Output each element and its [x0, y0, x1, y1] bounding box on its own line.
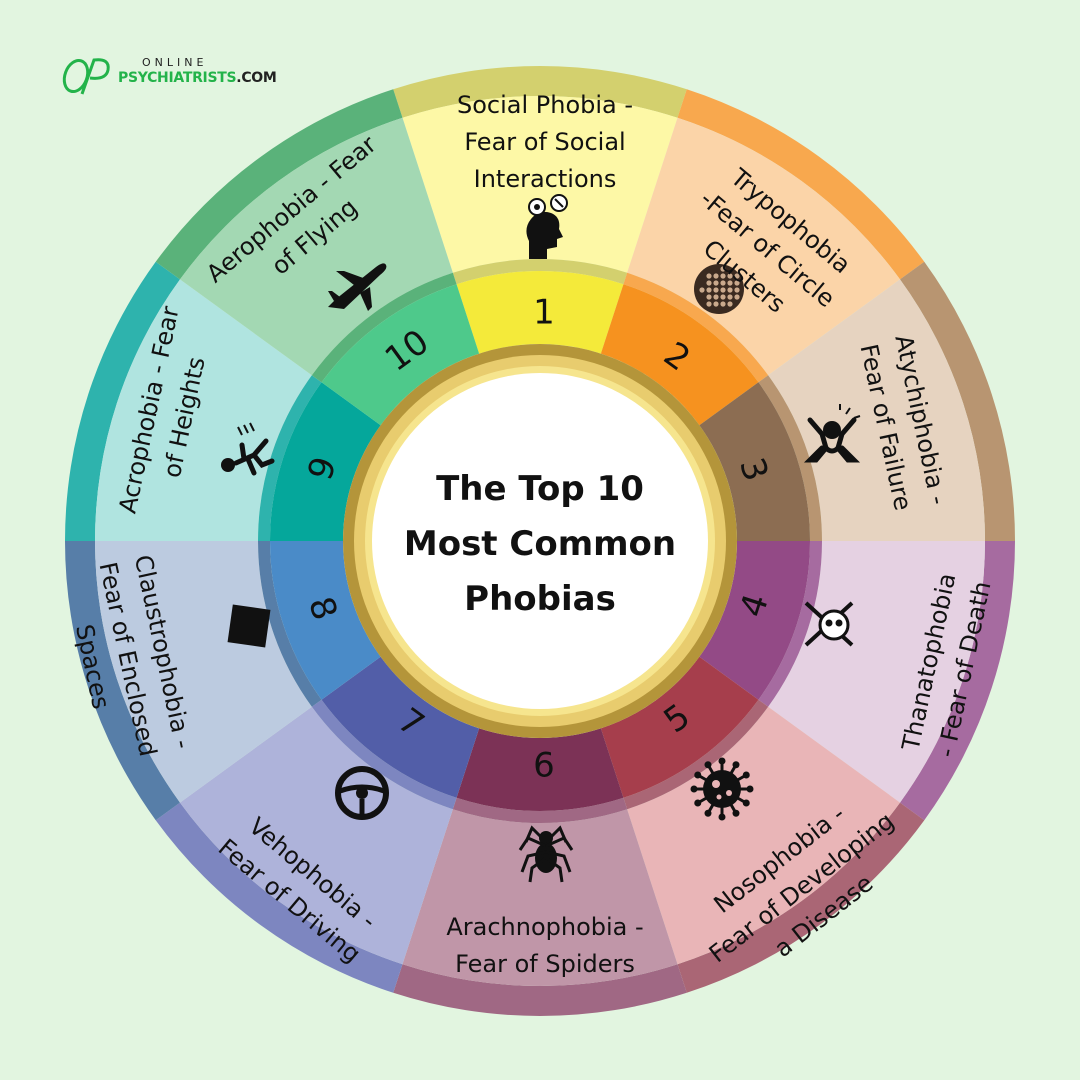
segment-4-ring-border	[758, 541, 822, 707]
square-icon	[227, 604, 271, 648]
segment-1-label-line-1: Social Phobia -	[457, 91, 633, 119]
segment-6-outer-band	[393, 964, 687, 1016]
segment-9-outer-band	[65, 261, 180, 541]
segment-3-middle	[768, 279, 985, 541]
segment-8-middle	[95, 541, 312, 803]
center-title-line-2: Most Common	[404, 524, 676, 564]
segment-1-number: 1	[533, 293, 555, 333]
brain-icon	[526, 194, 568, 259]
segment-6-middle	[402, 809, 678, 986]
spider-icon	[518, 825, 574, 883]
segment-6-inner-ring	[456, 728, 624, 812]
segment-1-inner-ring	[456, 271, 624, 354]
segment-7-outer-band	[155, 802, 403, 993]
segment-5-ring-border	[623, 699, 769, 810]
segment-5-middle	[627, 706, 901, 965]
segment-7-inner-ring	[321, 656, 480, 798]
logo-mark-icon	[62, 58, 110, 95]
segment-5-outer-band	[677, 802, 925, 993]
segment-9-ring-border	[258, 375, 322, 541]
segment-1-label-line-2: Fear of Social	[464, 128, 625, 156]
logo-brand-text: PSYCHIATRISTS.COM	[118, 70, 277, 86]
segment-6-label-line-2: Fear of Spiders	[455, 950, 635, 978]
segment-10-ring-border	[311, 272, 457, 383]
segment-2-outer-band	[677, 89, 925, 280]
center-title-line-3: Phobias	[464, 579, 616, 619]
segment-1-ring-border	[452, 259, 628, 285]
segment-9-middle	[95, 279, 312, 541]
virus-icon	[690, 757, 754, 821]
steering-wheel-icon	[335, 766, 389, 820]
segment-6-ring-border	[452, 797, 628, 823]
segment-2-inner-ring	[600, 284, 759, 426]
segment-9-inner-ring	[270, 382, 381, 541]
segment-6-label-line-1: Arachnophobia -	[446, 913, 643, 941]
segment-7-middle	[179, 706, 453, 965]
segment-10-outer-band	[155, 89, 403, 280]
circle-cluster-icon	[694, 264, 744, 314]
segment-4-outer-band	[900, 541, 1015, 821]
segment-6-number: 6	[533, 746, 555, 786]
segment-7-ring-border	[311, 699, 457, 810]
logo-online-text: ONLINE	[142, 56, 208, 69]
segment-1-middle	[402, 96, 678, 273]
segment-6-label: Arachnophobia - Fear of Spiders	[446, 913, 643, 978]
segment-8-outer-band	[65, 541, 180, 821]
segment-5-inner-ring	[600, 656, 759, 798]
center-disc: The Top 10 Most Common Phobias	[343, 344, 737, 738]
segment-1-label-line-3: Interactions	[474, 165, 617, 193]
segment-3-inner-ring	[699, 382, 810, 541]
airplane-icon	[328, 263, 387, 311]
skull-icon	[804, 601, 854, 647]
logo-brand-suffix: .COM	[236, 70, 277, 86]
segment-10-middle	[179, 117, 453, 376]
failure-icon	[803, 404, 861, 463]
segment-2-ring-border	[623, 272, 769, 383]
segment-8-ring-border	[258, 541, 322, 707]
segment-2-middle	[627, 117, 901, 376]
segment-3-outer-band	[900, 261, 1015, 541]
falling-person-icon	[221, 422, 275, 476]
segment-8-inner-ring	[270, 541, 381, 700]
segment-4-middle	[768, 541, 985, 803]
center-title-line-1: The Top 10	[436, 469, 644, 509]
segment-1-label: Social Phobia - Fear of SocialInteraction…	[457, 91, 633, 193]
segment-4-inner-ring	[699, 541, 810, 700]
logo: ONLINE PSYCHIATRISTS.COM	[58, 54, 277, 98]
logo-brand-name: PSYCHIATRISTS	[118, 70, 237, 86]
segment-10-inner-ring	[321, 284, 480, 426]
segment-1-outer-band	[393, 66, 687, 118]
